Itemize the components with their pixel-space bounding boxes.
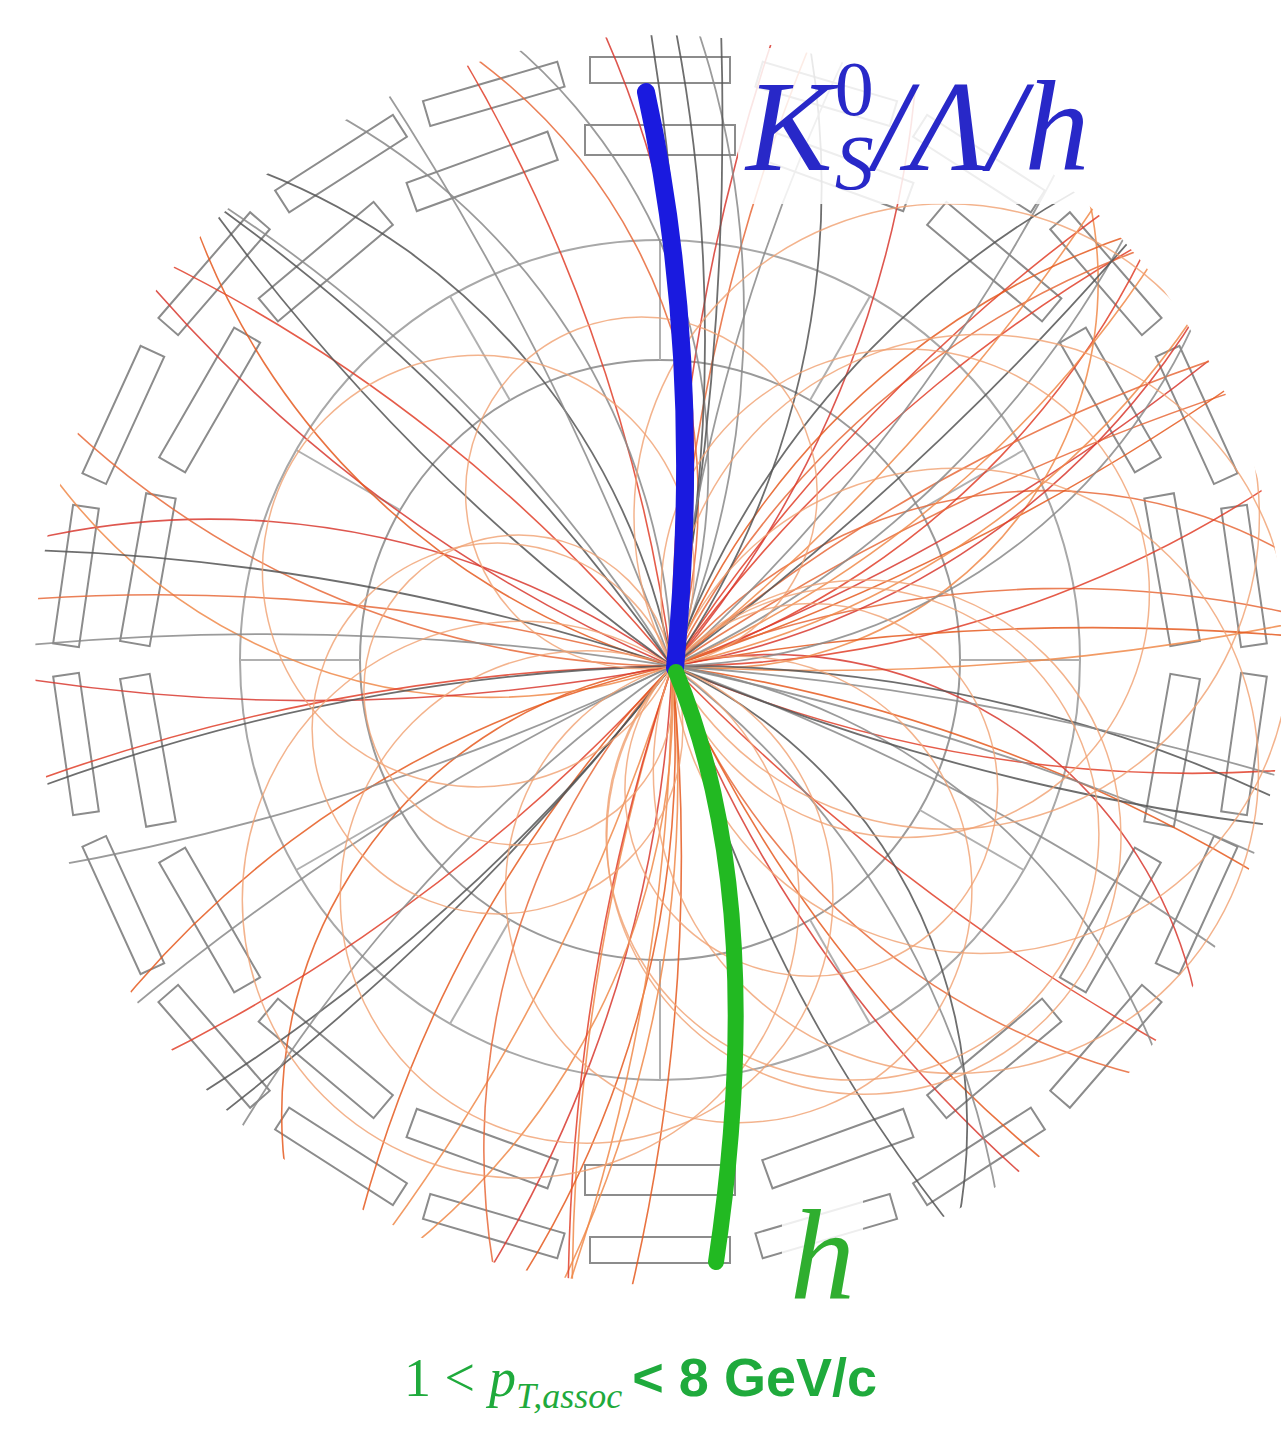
- sector-line: [810, 920, 870, 1024]
- sector-line: [960, 659, 1080, 661]
- particle-track: [672, 201, 1190, 666]
- particle-track: [173, 153, 672, 666]
- particle-track: [672, 491, 1281, 724]
- particle-track: [36, 666, 672, 788]
- particle-track: [190, 185, 672, 666]
- particle-track: [29, 550, 672, 666]
- looping-track: [653, 468, 1258, 1073]
- particle-track: [354, 666, 672, 1243]
- detector-module: [585, 1165, 735, 1195]
- subscript: S: [835, 126, 874, 200]
- particle-track: [195, 666, 672, 1209]
- sector-line: [450, 920, 510, 1024]
- particle-track: [672, 131, 1281, 666]
- looping-track: [312, 543, 683, 914]
- particle-track: [672, 204, 1142, 666]
- particle-track: [672, 395, 1281, 666]
- detector-module: [53, 505, 99, 647]
- particle-track: [257, 666, 672, 1342]
- associated-label: h: [782, 1188, 863, 1322]
- particle-track: [672, 0, 839, 666]
- looping-track: [671, 335, 1281, 954]
- particle-track: [672, 655, 1205, 1359]
- sector-line: [810, 296, 870, 400]
- detector-module: [259, 999, 393, 1118]
- particle-track: [165, 118, 672, 666]
- particle-track: [672, 628, 1281, 666]
- looping-track: [364, 535, 674, 845]
- particle-track: [672, 156, 1186, 666]
- particle-track: [188, 186, 672, 667]
- detector-module: [407, 132, 558, 211]
- looping-track: [262, 355, 694, 787]
- detector-module: [158, 212, 269, 335]
- range-text: < 8 GeV/c: [632, 1347, 877, 1407]
- detector-module: [82, 346, 164, 484]
- particle-track: [310, 100, 672, 666]
- detector-module: [120, 493, 176, 646]
- variable: p: [489, 1348, 516, 1408]
- looping-track: [340, 651, 833, 1144]
- particle-track: [90, 666, 672, 1043]
- superscript: 0: [835, 52, 874, 126]
- detector-module: [1144, 674, 1200, 827]
- trigger-track: [646, 92, 685, 668]
- particle-symbol: K: [746, 61, 833, 191]
- associated-track: [676, 672, 736, 1262]
- detector-module: [590, 57, 730, 83]
- detector-module: [762, 1109, 913, 1188]
- particle-track: [0, 343, 672, 666]
- looping-track: [242, 621, 799, 1178]
- sector-line: [296, 810, 400, 870]
- particle-track: [672, 46, 1214, 666]
- detector-module: [275, 1108, 407, 1206]
- particle-track: [162, 666, 672, 1159]
- script-stack: 0S: [835, 52, 874, 200]
- particle-track: [0, 519, 672, 666]
- particle-track: [157, 259, 672, 666]
- particle-track: [672, 0, 844, 666]
- particle-track: [0, 595, 672, 666]
- particle-track: [672, 127, 1098, 668]
- detector-module: [1221, 673, 1267, 815]
- particle-track: [672, 666, 967, 1367]
- particle-track: [409, 666, 675, 1426]
- detector-module: [53, 673, 99, 815]
- particle-track: [672, 666, 1281, 798]
- looping-track: [634, 204, 1259, 829]
- particle-track: [0, 666, 672, 891]
- detector-module: [259, 202, 393, 321]
- particle-track: [672, 181, 1264, 666]
- detector-module: [423, 1194, 565, 1258]
- particle-track: [672, 666, 1281, 928]
- looping-track: [466, 317, 818, 669]
- particle-track: [527, 666, 678, 1350]
- range-text: 1 <: [404, 1348, 475, 1408]
- trigger-label: K0S/Λ/h: [738, 48, 1097, 204]
- particle-track: [379, 81, 672, 666]
- sector-line: [240, 659, 360, 661]
- detector-module: [1050, 985, 1161, 1108]
- subscript: T,assoc: [516, 1376, 622, 1416]
- detector-module: [1144, 493, 1200, 646]
- detector-outline: [53, 57, 1267, 1263]
- detector-module: [82, 836, 164, 974]
- particle-track: [282, 666, 672, 1253]
- particle-track: [369, 666, 672, 1258]
- particle-track: [672, 206, 1281, 666]
- detector-module: [927, 202, 1061, 321]
- particle-track: [0, 666, 672, 1127]
- particle-symbol: h: [790, 1183, 855, 1327]
- particle-track: [672, 182, 1180, 666]
- particle-track: [672, 140, 1183, 666]
- particle-track: [572, 666, 672, 1440]
- pt-range: 1 <pT,assoc< 8 GeV/c: [0, 1345, 1281, 1418]
- particle-track: [672, 666, 1011, 1334]
- particle-track: [672, 666, 1281, 840]
- particle-track: [672, 666, 1281, 1095]
- particle-list: /Λ/h: [874, 61, 1090, 191]
- detector-module: [275, 115, 407, 213]
